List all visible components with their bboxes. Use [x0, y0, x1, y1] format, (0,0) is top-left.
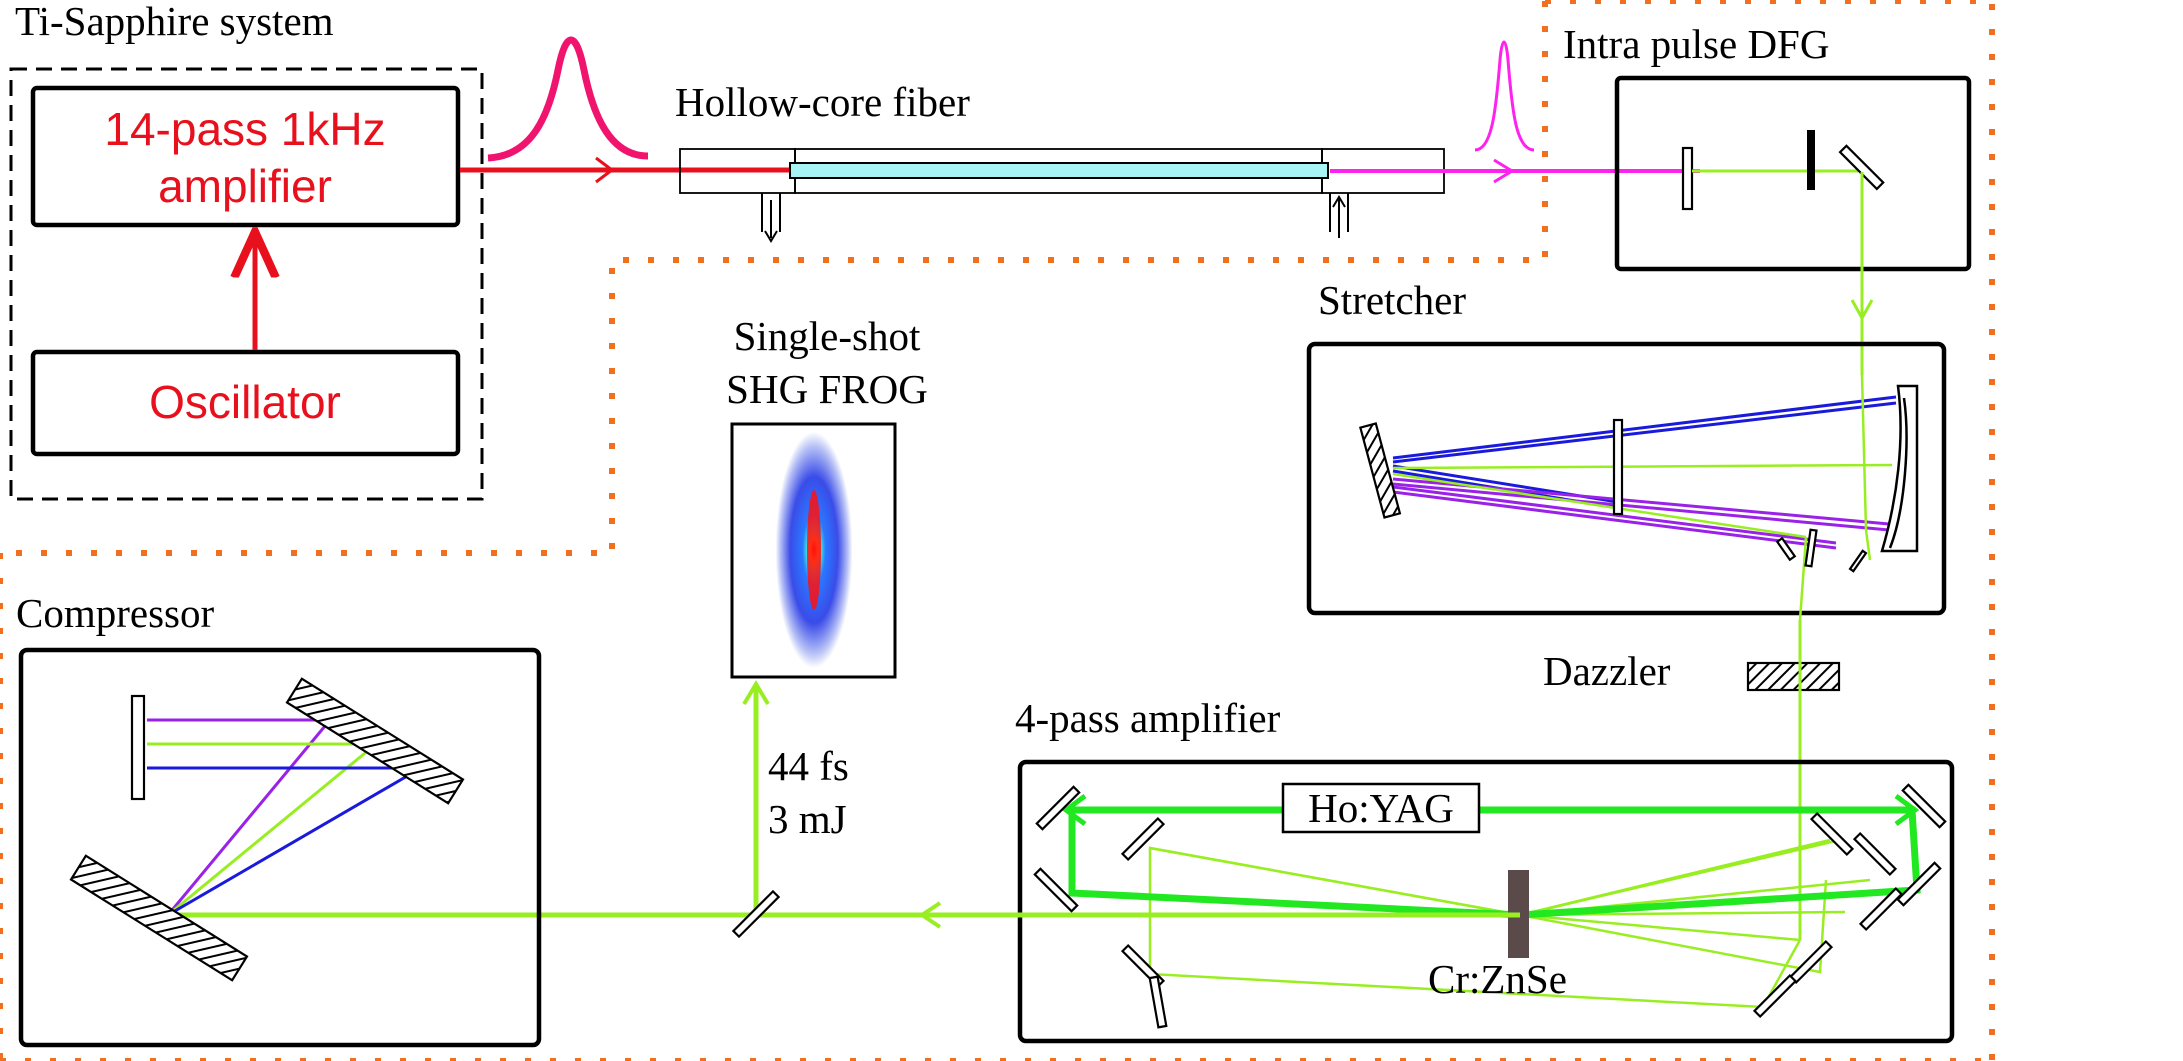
stretcher-fold-mirror	[1804, 528, 1818, 568]
ti-sapphire-label: Ti-Sapphire system	[15, 0, 334, 44]
oscillator-label: Oscillator	[149, 376, 341, 428]
dazzler-element	[1746, 661, 1841, 692]
ho-yag-box	[1281, 782, 1481, 834]
amp-mirror-right-lower	[1858, 886, 1904, 932]
compressor: Compressor	[16, 590, 542, 1048]
amplifier-pump-beams	[1068, 806, 1921, 919]
four-pass-amplifier: 4-pass amplifier Ho:YAG Cr:ZnSe	[1015, 695, 1955, 1044]
dfg-turning-mirror	[1838, 144, 1885, 191]
dfg-crystal	[1681, 146, 1694, 211]
magenta-beam-arrow-icon	[1493, 158, 1515, 184]
pulse-energy-label: 3 mJ	[768, 796, 847, 842]
dfg-box	[1614, 75, 1972, 272]
ho-yag-label: Ho:YAG	[1308, 785, 1454, 831]
amp-mirror-top-left	[1035, 785, 1081, 831]
cr-znse-label: Cr:ZnSe	[1428, 956, 1567, 1002]
stretcher: Stretcher	[1306, 277, 1947, 621]
stretcher-label: Stretcher	[1318, 277, 1466, 323]
output-beam-arrow-icon	[918, 901, 942, 929]
dazzler: Dazzler	[1543, 648, 1841, 694]
intra-pulse-dfg: Intra pulse DFG	[1563, 21, 1972, 272]
amp-mirror-top-right	[1901, 783, 1947, 829]
compressor-grating-top	[285, 677, 465, 805]
hollow-core-fiber-label: Hollow-core fiber	[675, 79, 970, 125]
amp-mirror-right-mid	[1852, 831, 1898, 877]
fiber-core	[789, 162, 1329, 179]
pump-pulse-shape	[487, 36, 649, 162]
gas-inlet-icon	[1329, 193, 1349, 238]
stretcher-lens	[1612, 418, 1624, 516]
dotted-enclosure	[0, 0, 1995, 1061]
amp-mirror-right-outer	[1896, 861, 1942, 907]
hollow-core-fiber: Hollow-core fiber	[675, 79, 1445, 243]
amplifier-14-pass-label-line2: amplifier	[158, 160, 332, 212]
stretcher-box	[1306, 341, 1947, 616]
gas-outlet-icon	[761, 193, 781, 243]
green-beam-arrow-icon	[1850, 299, 1874, 322]
frog-trace-core	[807, 490, 821, 610]
frog-beam-arrow-icon	[742, 680, 770, 706]
stretcher-grating	[1359, 422, 1402, 519]
stretcher-beams	[1392, 374, 1897, 621]
amp-mirror-bottom-right-2	[1752, 973, 1798, 1019]
intra-pulse-dfg-label: Intra pulse DFG	[1563, 21, 1829, 67]
red-beam-arrow-icon	[595, 156, 615, 184]
compressed-pulse-shape	[1474, 40, 1535, 152]
four-pass-amplifier-box	[1017, 759, 1955, 1044]
amplifier-14-pass-label-line1: 14-pass 1kHz	[104, 103, 385, 155]
amp-mirror-inner-bottom	[1120, 943, 1166, 989]
amp-mirror-right-inner	[1809, 811, 1855, 857]
ti-sapphire-system: Ti-Sapphire system 14-pass 1kHz amplifie…	[9, 0, 484, 501]
dazzler-label: Dazzler	[1543, 648, 1671, 694]
frog-label-line2: SHG FROG	[726, 366, 928, 412]
amp-mirror-left-lower	[1033, 867, 1079, 913]
ti-sapphire-dashed-frame	[9, 67, 484, 501]
amp-mirror-bottom-left	[1148, 975, 1168, 1029]
pulse-duration-label: 44 fs	[768, 743, 849, 789]
single-shot-frog: Single-shot SHG FROG 44 fs 3 mJ	[726, 313, 928, 939]
dfg-filter	[1807, 130, 1815, 190]
oscillator-box	[30, 349, 461, 457]
amplifier-14-pass-box	[30, 85, 461, 228]
stretcher-pickoff-mirror	[1775, 536, 1797, 562]
pump-arrow-right-icon	[1894, 793, 1920, 827]
compressor-label: Compressor	[16, 590, 215, 636]
compressor-box	[18, 647, 542, 1048]
four-pass-amplifier-label: 4-pass amplifier	[1015, 695, 1281, 741]
pump-arrow-icon	[1061, 793, 1087, 827]
compressor-grating-bottom	[69, 854, 249, 982]
amp-mirror-inner-top	[1120, 816, 1166, 862]
frog-beamsplitter	[731, 889, 781, 939]
frog-label-line1: Single-shot	[734, 313, 921, 359]
compressor-end-mirror	[130, 694, 146, 801]
stretcher-small-mirror	[1848, 549, 1868, 573]
stretcher-concave-mirror	[1880, 384, 1919, 553]
